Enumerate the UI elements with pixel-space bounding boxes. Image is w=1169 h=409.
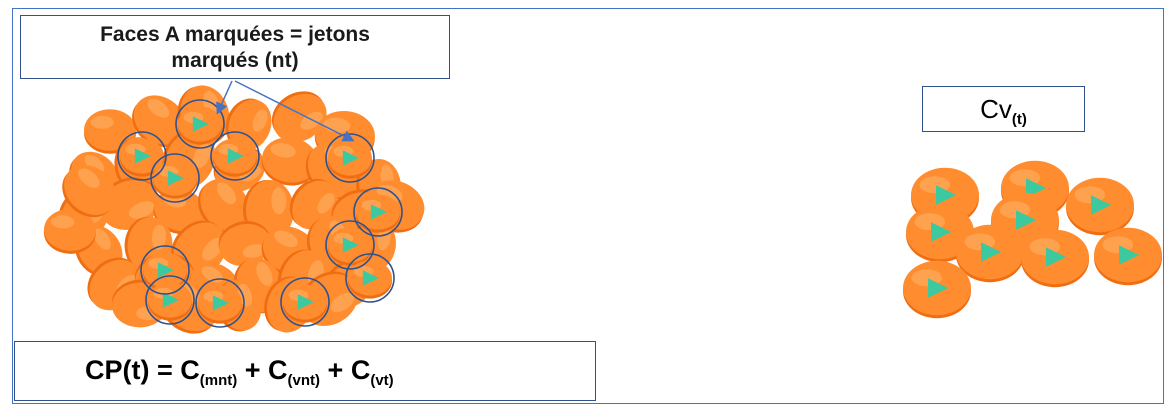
highlight-circle <box>140 245 190 295</box>
callout-line-2: marqués (nt) <box>171 49 299 72</box>
triangle-marker-icon <box>1046 247 1067 267</box>
pile-token <box>153 188 206 235</box>
triangle-marker-icon <box>1026 178 1047 198</box>
triangle-marker-icon <box>297 294 314 310</box>
callout-marked-faces: Faces A marquées = jetons marqués (nt) <box>20 15 450 79</box>
formula-plus-2: + <box>320 355 351 385</box>
triangle-marker-icon <box>370 204 387 220</box>
pile-token <box>218 221 271 267</box>
triangle-marker-icon <box>931 222 952 242</box>
formula-term2-main: C <box>268 355 288 385</box>
highlight-circle <box>150 153 200 203</box>
cv-label-sub: (t) <box>1011 111 1027 128</box>
triangle-marker-icon <box>342 237 359 253</box>
cv-label-box: Cv(t) <box>922 86 1085 132</box>
callout-arrows <box>216 80 355 142</box>
formula-box: CP(t) = C(mnt) + C(vnt) + C(vt) <box>14 341 596 401</box>
triangle-marker-icon <box>157 262 174 278</box>
highlight-circle <box>175 99 225 149</box>
highlight-circle <box>353 187 403 237</box>
pile-token <box>261 137 318 186</box>
callout-line-1: Faces A marquées = jetons <box>100 23 370 46</box>
triangle-marker-icon <box>928 278 949 298</box>
triangle-marker-icon <box>981 242 1002 262</box>
triangle-marker-icon <box>1091 195 1112 215</box>
triangle-marker-icon <box>162 292 179 308</box>
formula-lhs: CP(t) = <box>85 355 181 385</box>
highlight-circle <box>145 275 195 325</box>
pile-token <box>225 98 272 151</box>
pile-token <box>43 209 96 254</box>
highlight-circle <box>325 220 375 270</box>
marked-tokens <box>120 106 400 324</box>
highlight-circle <box>195 278 245 328</box>
formula-term1-main: C <box>180 355 200 385</box>
formula-term2-sub: (vnt) <box>287 372 321 389</box>
highlight-circle <box>280 277 330 327</box>
highlight-circle <box>345 253 395 303</box>
highlight-circles <box>117 99 403 328</box>
pile-token <box>197 178 250 233</box>
arrow-to-token-1 <box>216 80 233 115</box>
formula-plus-1: + <box>237 355 269 385</box>
triangle-marker-icon <box>227 148 244 164</box>
diagram-frame <box>12 8 1164 404</box>
formula-term3-sub: (vt) <box>370 372 394 389</box>
triangle-marker-icon <box>167 170 184 186</box>
cv-token-group <box>903 160 1162 319</box>
formula-term1-sub: (mnt) <box>199 372 238 389</box>
pile-token <box>62 165 116 218</box>
triangle-marker-icon <box>192 116 209 132</box>
cv-label-main: Cv <box>980 94 1012 124</box>
triangle-marker-icon <box>1119 245 1140 265</box>
triangle-marker-icon <box>342 150 359 166</box>
triangle-marker-icon <box>212 295 229 311</box>
triangle-marker-icon <box>936 185 957 205</box>
triangle-marker-icon <box>134 148 151 164</box>
triangle-marker-icon <box>362 270 379 286</box>
arrow-to-token-2 <box>234 80 355 142</box>
highlight-circle <box>210 131 260 181</box>
triangle-marker-icon <box>1016 210 1037 230</box>
formula-term3-main: C <box>350 355 371 385</box>
